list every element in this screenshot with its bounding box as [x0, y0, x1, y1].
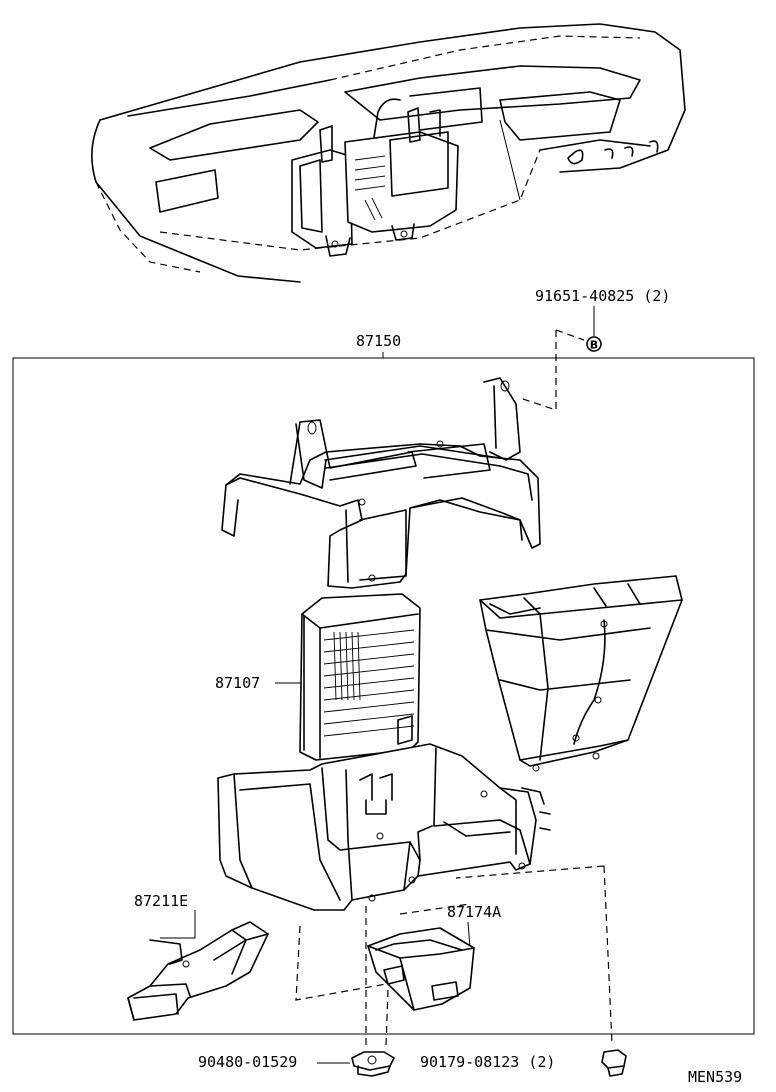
- part-label-90179-08123: 90179-08123 (2): [420, 1053, 556, 1071]
- part-label-87174a: 87174A: [447, 903, 502, 921]
- callout-lines: [12, 306, 755, 1064]
- lower-case-illustration: [217, 743, 551, 911]
- right-duct-illustration: [479, 575, 683, 772]
- evaporator-illustration: [299, 593, 421, 761]
- part-label-87211e: 87211E: [134, 892, 189, 910]
- upper-case-illustration: [221, 377, 541, 589]
- part-label-87107: 87107: [215, 674, 261, 692]
- clip-right-illustration: [601, 1049, 627, 1077]
- bolt-marker-letter: B: [590, 339, 598, 352]
- diagram-code-label: MEN539: [688, 1068, 743, 1086]
- lower-duct-illustration: [367, 927, 475, 1011]
- part-label-90480-01529: 90480-01529: [198, 1053, 298, 1071]
- clip-left-illustration: [351, 1051, 395, 1077]
- bolt-marker-circle: [586, 336, 602, 352]
- dashboard-illustration: [91, 23, 686, 283]
- left-duct-illustration: [127, 921, 269, 1021]
- part-label-91651-40825: 91651-40825 (2): [535, 287, 671, 305]
- part-label-87150: 87150: [356, 332, 402, 350]
